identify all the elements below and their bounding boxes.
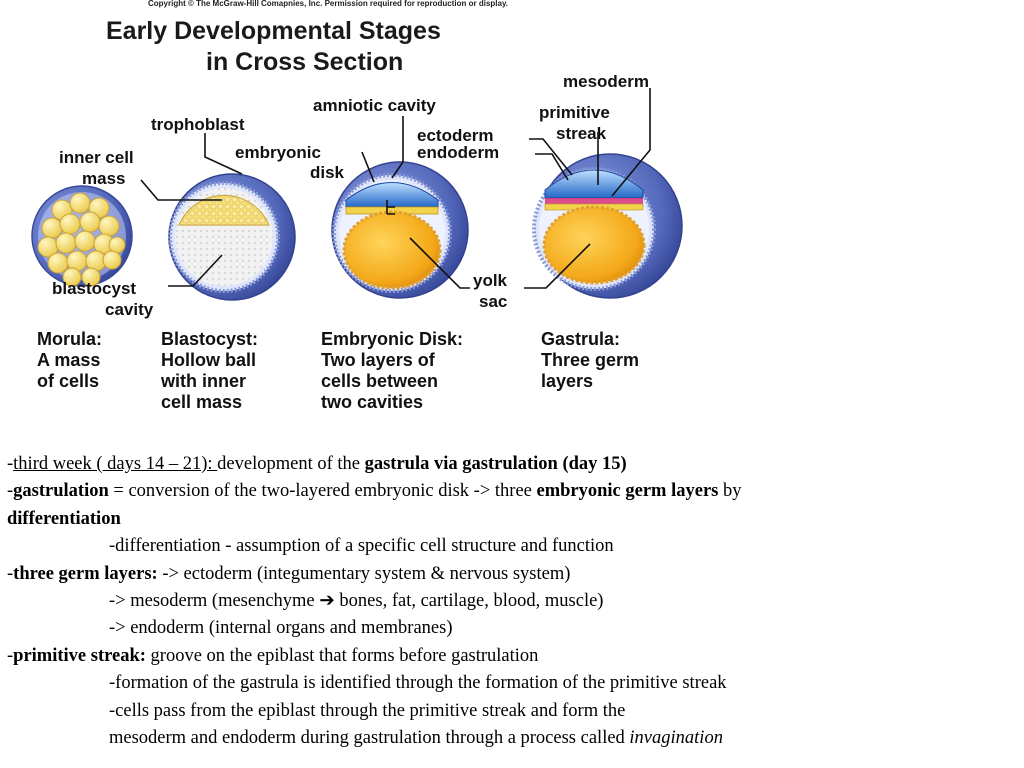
caption-line: Hollow ball [161, 350, 257, 370]
label-primitive: primitive [539, 103, 610, 122]
label-streak: streak [556, 124, 607, 143]
third-week-label: third week ( days 14 – 21): [13, 454, 218, 474]
note-bold: gastrula via gastrulation (day 15) [364, 454, 627, 474]
embryonic-disk-illustration [331, 161, 469, 299]
term-germ-layers: embryonic germ layers [536, 481, 719, 502]
caption-line: with inner [161, 371, 246, 391]
blastocyst-illustration [168, 173, 296, 301]
caption-line: two cavities [321, 392, 424, 412]
stage-blastocyst-caption: Blastocyst: Hollow ball with inner cell … [161, 329, 258, 413]
note-text: = conversion of the two-layered embryoni… [108, 481, 537, 502]
note-text: by [718, 481, 742, 502]
dash: - [7, 645, 14, 666]
dash: - [7, 563, 14, 584]
notes-body: -third week ( days 14 – 21): development… [7, 451, 1017, 752]
term-differentiation: differentiation [7, 508, 121, 529]
term-gastrulation: gastrulation [13, 481, 109, 502]
morula-illustration [31, 185, 133, 287]
caption-line: of cells [37, 371, 100, 391]
label-ectoderm: ectoderm [417, 126, 494, 145]
title-line-1: Early Developmental Stages [106, 17, 441, 45]
caption-line: Two layers of [321, 350, 435, 370]
note-text: mesoderm and endoderm during gastrulatio… [109, 728, 630, 749]
label-yolk: yolk [473, 271, 508, 290]
caption-line: Three germ [541, 350, 640, 370]
label-trophoblast: trophoblast [151, 115, 245, 134]
stages-illustration [31, 88, 683, 301]
stage-morula-caption: Morula: A mass of cells [37, 329, 102, 392]
figure-title: Early Developmental Stages in Cross Sect… [106, 16, 441, 78]
label-embryonic: embryonic [235, 143, 321, 162]
caption-line: layers [541, 371, 594, 391]
caption-line: cells between [321, 371, 439, 391]
note-line-differentiation-term: differentiation [7, 506, 1017, 533]
dash: - [7, 481, 14, 502]
label-blastocyst: blastocyst [52, 279, 137, 298]
developmental-stages-figure: Copyright © The McGraw-Hill Comapnies, I… [31, 0, 683, 413]
note-line-primitive-streak: -primitive streak: groove on the epiblas… [7, 643, 1017, 670]
note-line-mesoderm: -> mesoderm (mesenchyme ➔ bones, fat, ca… [7, 588, 1017, 615]
label-endoderm: endoderm [417, 143, 500, 162]
caption-line: Blastocyst: [161, 329, 259, 349]
leader-lines [140, 88, 651, 289]
note-line-invagination: mesoderm and endoderm during gastrulatio… [7, 725, 1017, 752]
term-three-germ-layers: three germ layers: [13, 563, 158, 584]
note-line-third-week: -third week ( days 14 – 21): development… [7, 451, 1017, 478]
gastrula-illustration [532, 153, 683, 299]
caption-line: A mass [37, 350, 101, 370]
caption-line: Embryonic Disk: [321, 329, 464, 349]
note-text: -> ectoderm (integumentary system & nerv… [157, 563, 571, 584]
note-line-germ-layers: -three germ layers: -> ectoderm (integum… [7, 561, 1017, 588]
term-invagination: invagination [629, 728, 723, 749]
label-inner-cell: inner cell [59, 148, 134, 167]
caption-line: Gastrula: [541, 329, 621, 349]
copyright-notice: Copyright © The McGraw-Hill Comapnies, I… [148, 0, 509, 8]
note-line-endoderm: -> endoderm (internal organs and membran… [109, 618, 453, 639]
arrow-right-icon: ➔ [319, 591, 335, 612]
label-disk: disk [310, 163, 345, 182]
label-mass: mass [82, 169, 126, 188]
title-line-2: in Cross Section [206, 48, 404, 76]
note-text: development of the [217, 454, 365, 474]
caption-line: Morula: [37, 329, 102, 349]
stage-gastrula-caption: Gastrula: Three germ layers [541, 329, 639, 392]
label-cavity: cavity [105, 300, 154, 319]
note-text: -> mesoderm (mesenchyme [109, 591, 320, 612]
caption-line: cell mass [161, 392, 243, 412]
note-line-formation: -formation of the gastrula is identified… [109, 673, 727, 694]
note-text: bones, fat, cartilage, blood, muscle) [334, 591, 604, 612]
note-line-differentiation-def: -differentiation - assumption of a speci… [109, 536, 614, 557]
note-line-gastrulation: -gastrulation = conversion of the two-la… [7, 478, 1017, 505]
label-mesoderm: mesoderm [563, 72, 649, 91]
term-primitive-streak: primitive streak: [13, 645, 146, 666]
note-line-cells-pass: -cells pass from the epiblast through th… [109, 700, 626, 721]
label-sac: sac [479, 292, 508, 311]
label-amniotic-cavity: amniotic cavity [313, 96, 436, 115]
stage-embryonic-disk-caption: Embryonic Disk: Two layers of cells betw… [321, 329, 463, 413]
dash: - [7, 454, 14, 474]
note-text: groove on the epiblast that forms before… [145, 645, 539, 666]
